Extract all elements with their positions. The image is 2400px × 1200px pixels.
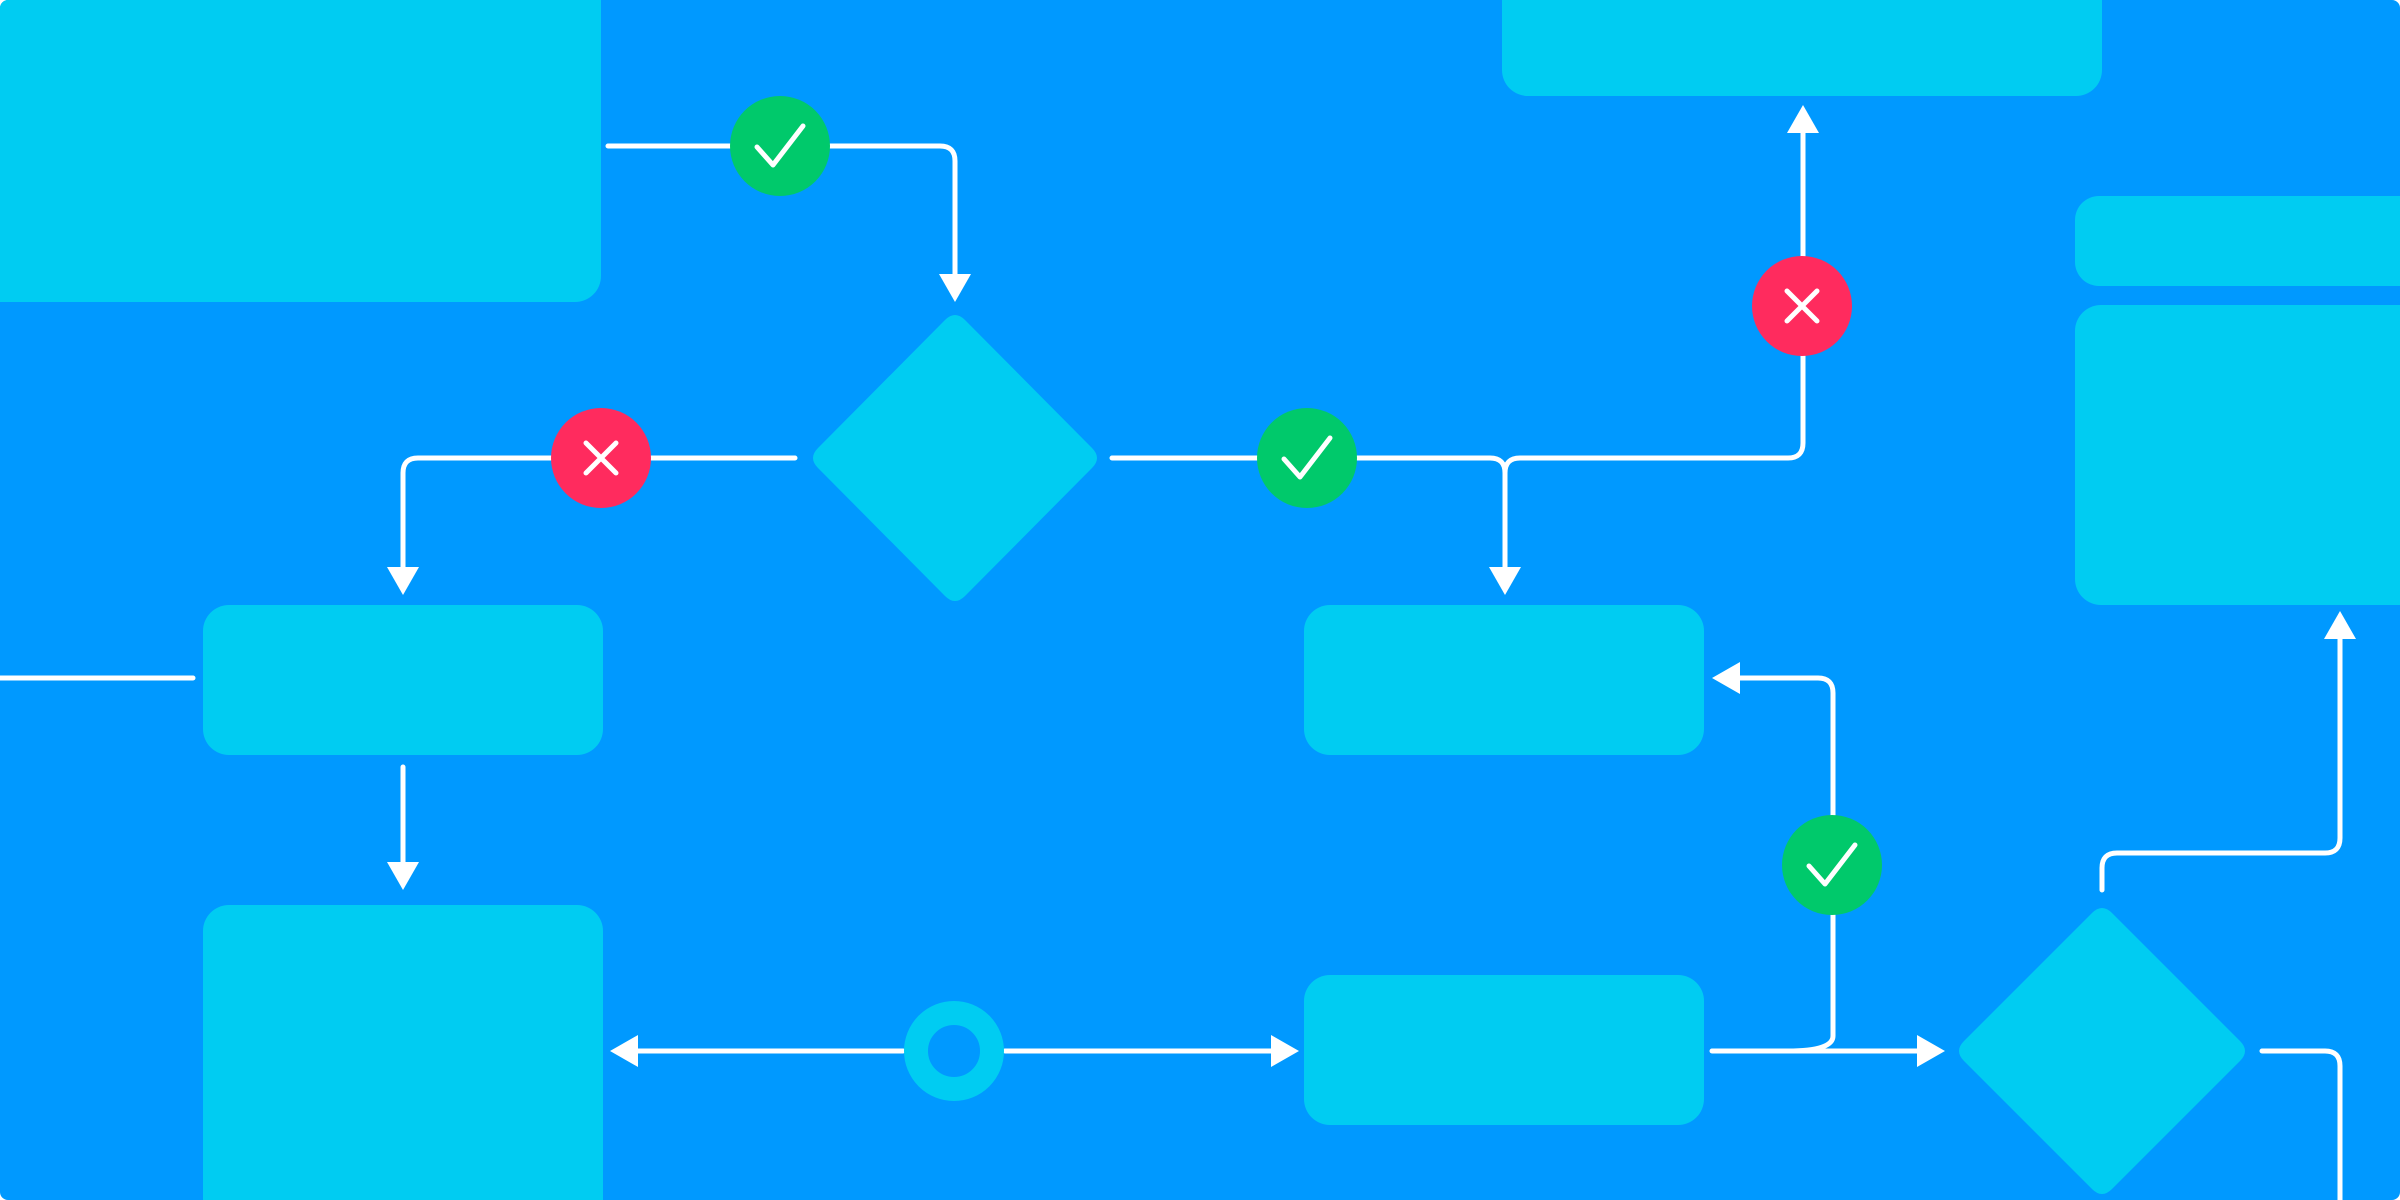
- arrowhead-up: [1787, 105, 1819, 133]
- arrowheads: [387, 105, 2356, 1067]
- approve-badge-circle: [1257, 408, 1357, 508]
- check-icon: [754, 123, 806, 168]
- arrowhead-down: [387, 567, 419, 595]
- approve-badge-2: [1257, 408, 1357, 508]
- approve-badge-circle: [1782, 815, 1882, 915]
- check-icon: [1281, 435, 1333, 480]
- check-icon: [1806, 842, 1858, 887]
- approve-badge-circle: [730, 96, 830, 196]
- block-left: [203, 605, 603, 755]
- cross-icon: [1784, 288, 1820, 324]
- block-middle: [1304, 605, 1704, 755]
- connector-bottom-middle-to-middle: [1732, 675, 1836, 1054]
- arrowhead-down: [387, 862, 419, 890]
- approve-badge-3: [1782, 815, 1882, 915]
- block-right-small: [2075, 196, 2400, 286]
- decision-bottom: [1959, 908, 2245, 1194]
- connector-decision-to-right-block: [2099, 627, 2343, 893]
- block-bottom-left: [203, 905, 603, 1200]
- arrowhead-right: [1271, 1035, 1299, 1067]
- block-top-left: [0, 0, 601, 302]
- decision-top: [813, 315, 1097, 601]
- arrowhead-left: [1712, 662, 1740, 694]
- connector-lines: [0, 122, 2343, 1200]
- block-top-center: [1502, 0, 2102, 96]
- arrowhead-down: [1489, 567, 1521, 595]
- block-right-large: [2075, 305, 2400, 605]
- connector-middle-to-top-center: [1502, 122, 1806, 476]
- connector-decision-to-left-block: [400, 455, 798, 583]
- arrowhead-down: [939, 274, 971, 302]
- junctions: [904, 1001, 1004, 1101]
- connector-decision-exit-right: [2259, 1048, 2343, 1200]
- block-bottom-middle: [1304, 975, 1704, 1125]
- reject-badge-1: [551, 408, 651, 508]
- reject-badge-2: [1752, 256, 1852, 356]
- arrowhead-left: [610, 1035, 638, 1067]
- status-badges: [551, 96, 1882, 915]
- arrowhead-right: [1917, 1035, 1945, 1067]
- arrowhead-up: [2324, 611, 2356, 639]
- connector-top-left-to-decision: [605, 143, 958, 281]
- approve-badge-1: [730, 96, 830, 196]
- cross-icon: [583, 440, 619, 476]
- junction-node: [904, 1001, 1004, 1101]
